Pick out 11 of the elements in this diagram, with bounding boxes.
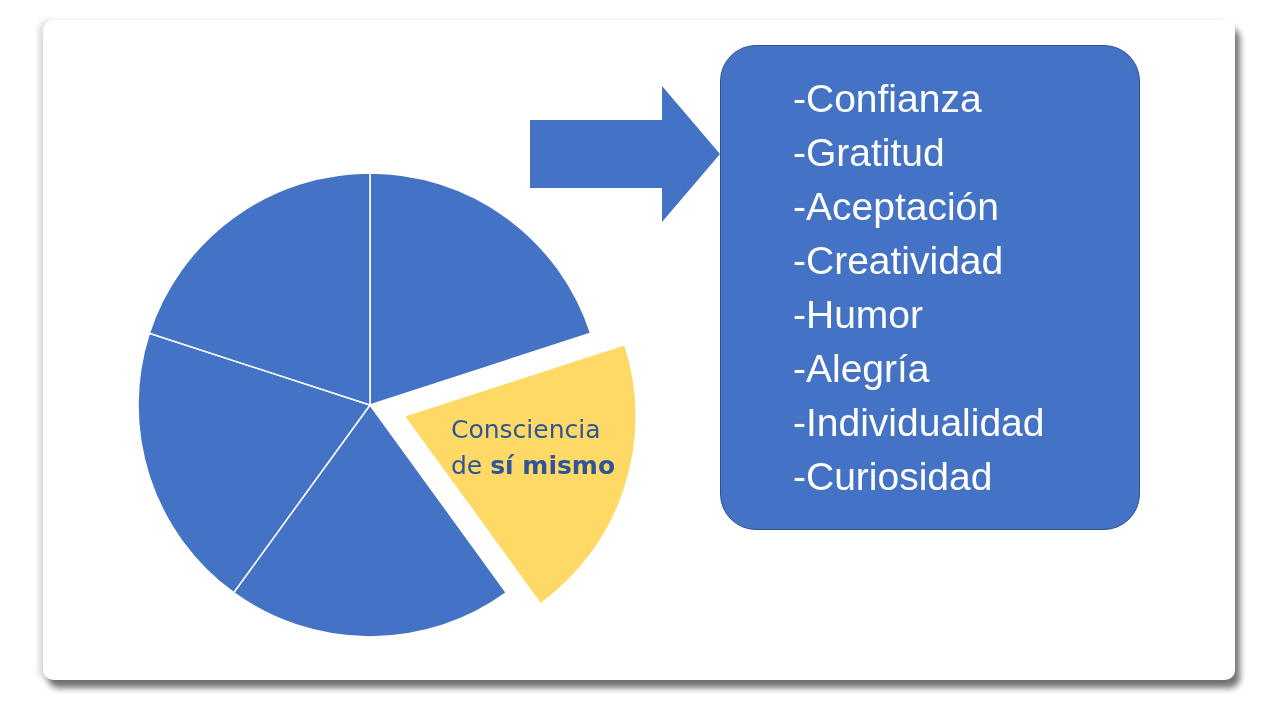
list-item: -Curiosidad (793, 454, 993, 500)
list-item: -Humor (793, 292, 923, 338)
list-item: -Gratitud (793, 130, 945, 176)
list-item: -Aceptación (793, 184, 999, 230)
rounded-box (720, 45, 1140, 530)
list-item: -Individualidad (793, 400, 1045, 446)
slice-label: Consciencia de sí mismo (451, 414, 617, 482)
block-arrow (530, 86, 720, 222)
list-item: -Alegría (793, 346, 930, 392)
list-item: -Creatividad (793, 238, 1004, 284)
list-item: -Confianza (793, 76, 982, 122)
